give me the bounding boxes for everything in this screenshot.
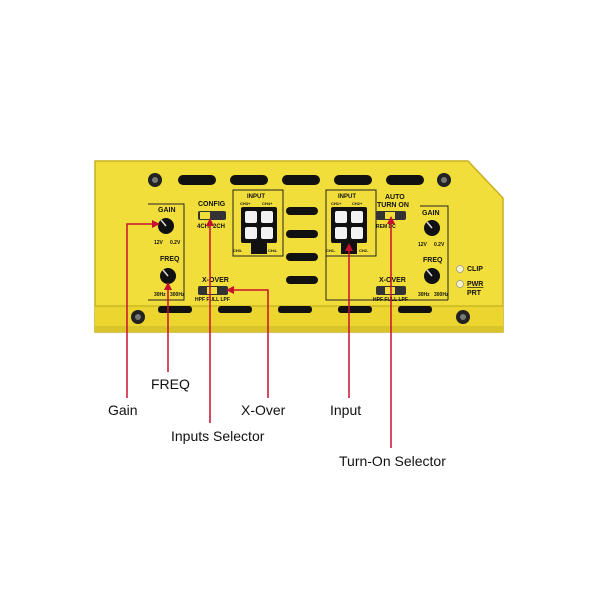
gain-max-left: 0.2V (170, 240, 181, 246)
callout-arrowheads (152, 216, 395, 294)
input-connector-left (241, 207, 277, 254)
prt-label: PRT (467, 290, 482, 297)
freq-min-right: 30Hz (418, 292, 430, 298)
gain-min-right: 12V (418, 242, 428, 248)
gain-min-left: 12V (154, 240, 164, 246)
freq-label-right: FREQ (423, 257, 443, 264)
freq-max-right: 300Hz (434, 292, 449, 298)
config-switch (198, 211, 226, 220)
ch3-minus: CH3- (233, 248, 243, 253)
callout-lines (126, 220, 392, 448)
xover-label-right: X-OVER (379, 277, 406, 284)
input-label-right: INPUT (338, 194, 356, 200)
turn-on-selector-callout: Turn-On Selector (339, 453, 446, 469)
clip-label: CLIP (467, 266, 483, 273)
xover-label-left: X-OVER (202, 277, 229, 284)
config-4ch: 4CH (197, 224, 209, 230)
input-callout: Input (330, 402, 362, 418)
screw-icon (131, 173, 470, 324)
freq-label: FREQ (160, 256, 180, 263)
freq-callout: FREQ (151, 376, 190, 392)
config-2ch: 2CH (213, 224, 225, 230)
auto-turn-on-label-2: TURN ON (377, 202, 409, 209)
freq-knob-right (424, 268, 440, 284)
pwr-label: PWR (467, 281, 483, 288)
clip-led-icon (456, 265, 464, 273)
gain-callout: Gain (108, 402, 138, 418)
gain-knob-left (158, 218, 174, 234)
bottom-vent-slots (158, 306, 432, 313)
freq-knob (160, 268, 176, 284)
ch1-plus: CH1+ (331, 201, 342, 206)
pwr-led-icon (456, 280, 464, 288)
config-label: CONFIG (198, 201, 226, 208)
xover-options-left: HPF FULL LPF (195, 297, 230, 303)
auto-turn-on-switch (376, 211, 406, 220)
freq-max: 300Hz (170, 292, 185, 298)
xover-callout: X-Over (241, 402, 286, 418)
middle-vent-slots (286, 207, 318, 284)
ch3-plus: CH3+ (240, 201, 251, 206)
ch2-plus: CH2+ (352, 201, 363, 206)
ch2-minus: CH2- (359, 248, 369, 253)
input-label-left: INPUT (247, 194, 265, 200)
xover-switch-left (198, 286, 228, 295)
ch4-minus: CH4- (268, 248, 278, 253)
inputs-selector-callout: Inputs Selector (171, 428, 265, 444)
gain-label-left: GAIN (158, 207, 176, 214)
freq-min: 30Hz (154, 292, 166, 298)
top-vent-slots (178, 175, 424, 185)
auto-turn-on-label-1: AUTO (385, 194, 405, 201)
gain-knob-right (424, 220, 440, 236)
gain-label-right: GAIN (422, 210, 440, 217)
ch4-plus: CH4+ (262, 201, 273, 206)
ch1-minus: CH1- (326, 248, 336, 253)
gain-max-right: 0.2V (434, 242, 445, 248)
auto-turn-on-options: REM DC (376, 224, 396, 230)
